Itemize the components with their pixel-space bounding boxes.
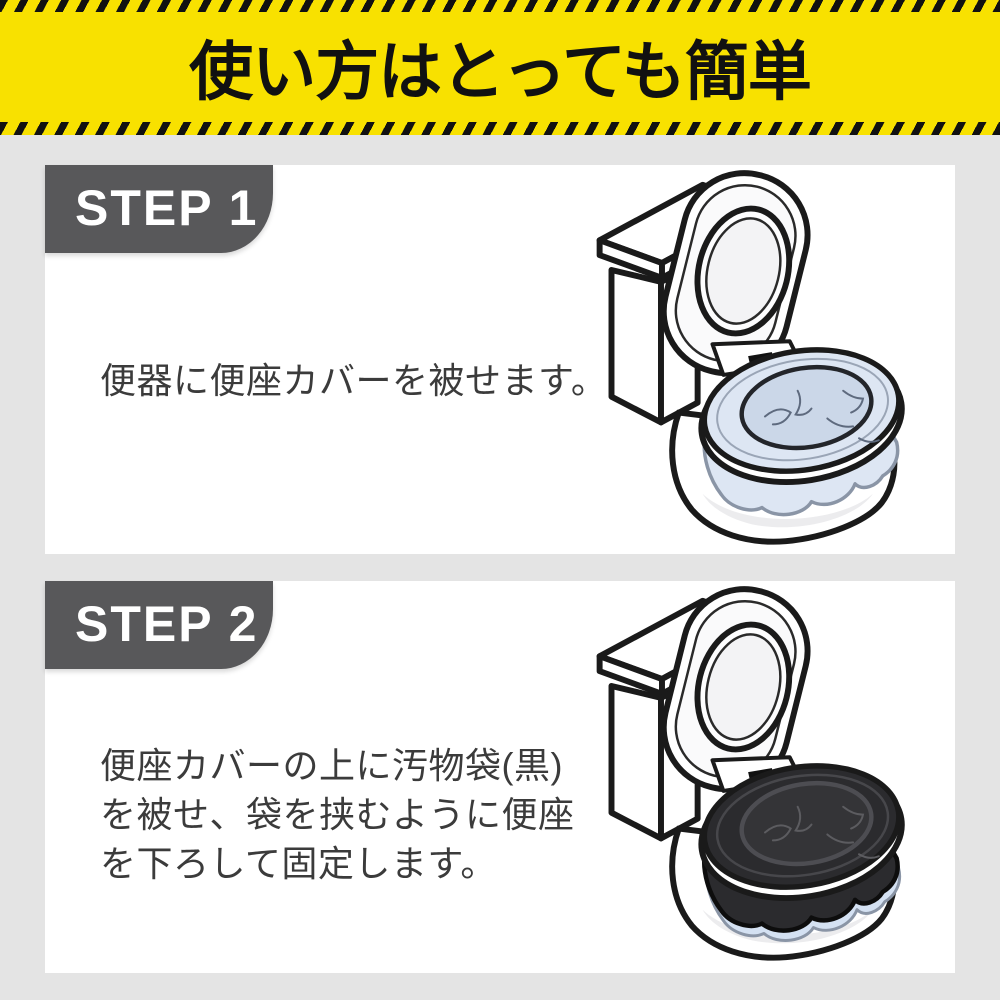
step-1-label: STEP 1 [75,180,259,236]
step-2-description-line: を下ろして固定します。 [100,843,497,884]
film-wrinkles [763,389,880,443]
step-2-card: STEP 2 便座カバーの上に汚物袋(黒) を被せ、袋を挟むように便座 を下ろし… [45,581,955,973]
step-1-description: 便器に便座カバーを被せます。 [100,356,607,405]
hazard-stripes-top [0,0,1000,12]
bowl-opening-covered [739,780,874,867]
seat-inner-lip [715,773,890,878]
step-2-badge: STEP 2 [45,581,273,669]
seat-inner-lip [716,357,889,462]
hazard-stripes-bottom [0,122,1000,135]
step-1-card: STEP 1 便器に便座カバーを被せます。 [45,165,955,554]
bowl-opening-covered [739,364,874,451]
step-1-badge: STEP 1 [45,165,273,253]
step-2-description: 便座カバーの上に汚物袋(黒) を被せ、袋を挟むように便座 を下ろして固定します。 [100,741,575,888]
page-title: 使い方はとっても簡単 [189,35,812,108]
step-1-toilet-illustration [596,170,905,545]
hazard-banner: 使い方はとっても簡単 [0,0,1000,135]
step-2-toilet-illustration [596,586,905,961]
bag-wrinkles [763,805,880,859]
step-2-description-line: 便座カバーの上に汚物袋(黒) [100,745,563,786]
toilet-raised-lid-and-seat [660,170,811,377]
step-1-description-line: 便器に便座カバーを被せます。 [100,360,608,401]
step-2-description-line: を被せ、袋を挟むように便座 [100,794,575,835]
toilet-raised-lid-and-seat [660,586,811,793]
step-2-label: STEP 2 [75,596,259,652]
